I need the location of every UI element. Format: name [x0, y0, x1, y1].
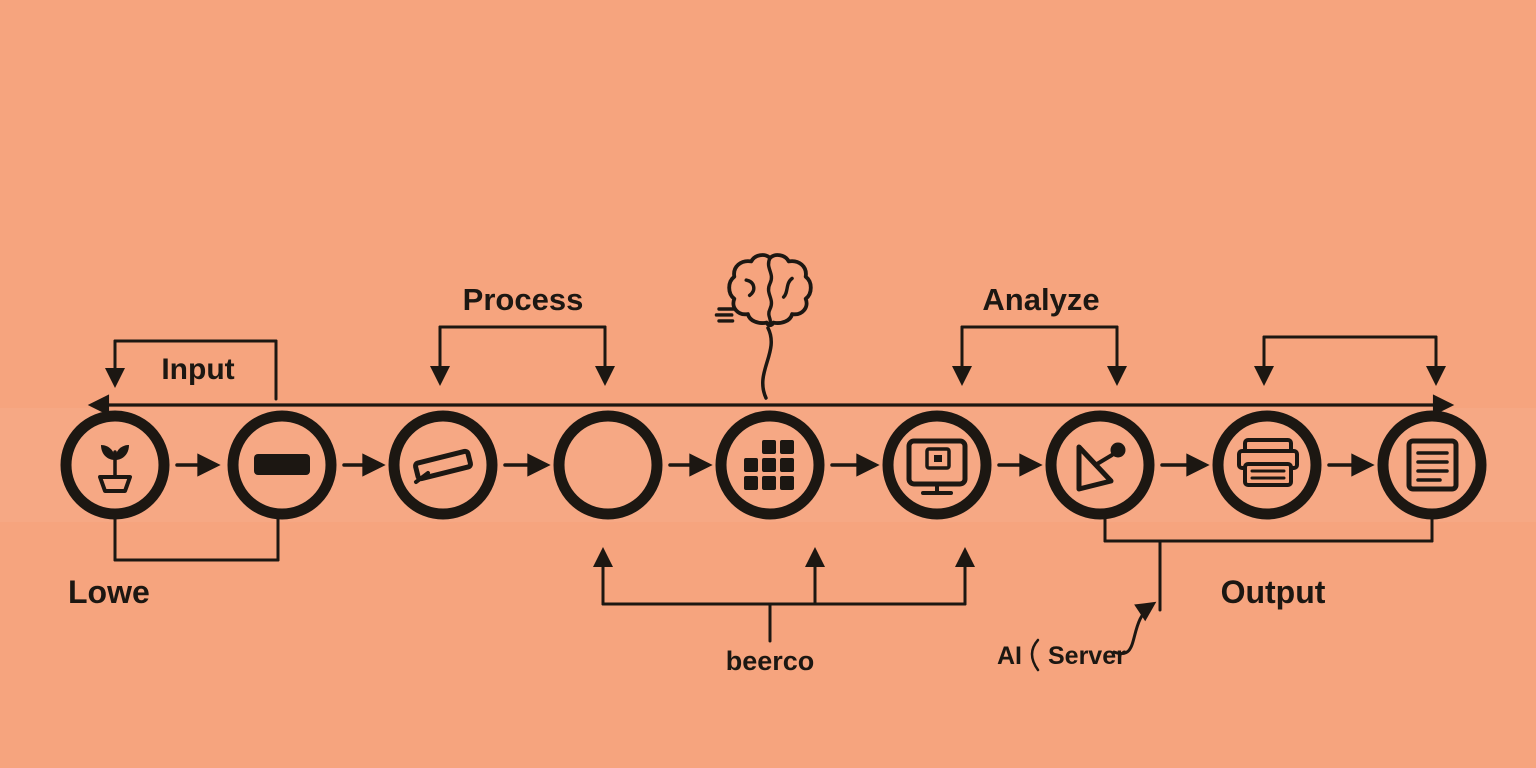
monitor-icon	[906, 438, 968, 495]
output-bracket	[1103, 517, 1434, 612]
beerco-bracket	[593, 547, 975, 643]
process-bracket	[430, 325, 615, 386]
analyze-bracket	[952, 325, 1127, 386]
input-bracket	[105, 339, 278, 401]
brain-icon	[714, 253, 813, 328]
label-analyze: Analyze	[982, 282, 1099, 317]
sprout-icon	[98, 445, 132, 493]
label-ai: AI	[997, 642, 1022, 670]
label-server: Server	[1048, 642, 1126, 670]
ai-server-divider	[1030, 638, 1040, 672]
label-lowe: Lowe	[68, 574, 150, 610]
brain-hand-lines	[714, 307, 736, 323]
lowe-bracket	[113, 517, 280, 562]
right-bracket	[1254, 335, 1446, 386]
label-beerco: beerco	[726, 646, 815, 676]
tray-icon	[413, 448, 473, 484]
label-input: Input	[161, 353, 234, 386]
label-output: Output	[1221, 574, 1326, 610]
stage-circles	[60, 410, 1487, 520]
printer-icon	[1237, 438, 1299, 487]
solid-bar-icon	[254, 454, 310, 475]
network-icon	[1076, 442, 1126, 492]
document-icon	[1406, 438, 1459, 492]
brain-connector	[761, 326, 773, 400]
ai-server-arrow	[1112, 601, 1157, 656]
label-process: Process	[463, 282, 584, 317]
grid-icon	[744, 440, 794, 490]
